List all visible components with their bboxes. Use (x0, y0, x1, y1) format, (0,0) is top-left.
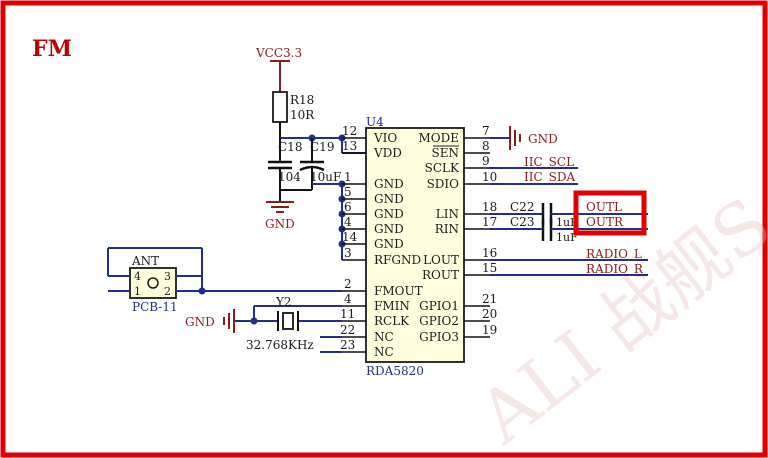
antenna-pin: 2 (164, 285, 171, 298)
pin-name: GND (374, 207, 404, 221)
antenna-footprint: PCB-11 (132, 300, 178, 314)
pin-number: 18 (482, 200, 497, 214)
pin-number: 4 (344, 292, 352, 306)
chip-u4: U4 RDA5820 (340, 115, 497, 378)
pin-name: GPIO1 (419, 299, 459, 313)
net-label-iic-scl: IIC_SCL (524, 155, 574, 169)
antenna-label: ANT (131, 254, 159, 268)
r18-ref: R18 (290, 93, 314, 107)
antenna-pin: 3 (164, 270, 171, 283)
capacitor-c22: C22 1uF (510, 200, 578, 229)
pin-name: GND (374, 177, 404, 191)
pin-number: 10 (482, 170, 497, 184)
pin-number: 20 (482, 307, 497, 321)
pin-name: SEN (432, 146, 459, 160)
net-label-iic-sda: IIC_SDA (524, 170, 576, 184)
pin-name: FMIN (374, 299, 410, 313)
pin-name: NC (374, 345, 394, 359)
chip-ref: U4 (366, 115, 384, 129)
net-label-outl: OUTL (586, 200, 622, 214)
pin-name: GND (374, 237, 404, 251)
pin-number: 17 (482, 215, 497, 229)
pin-name: RCLK (374, 314, 410, 328)
gnd-label-mode: GND (528, 132, 558, 146)
chip-right-pin-stubs (464, 137, 490, 338)
c23-value: 1uF (556, 231, 578, 244)
pin-number: 23 (340, 338, 355, 352)
r18-value: 10R (290, 108, 315, 122)
capacitor-c23: C23 1uF (510, 215, 578, 244)
pin-name: GPIO2 (419, 314, 459, 328)
capacitor-c18: C18 104 (268, 138, 302, 190)
chip-left-pins: 12 VIO 13 VDD 1 GND 5 GND 6 GND 4 GND 14… (340, 124, 423, 359)
pin-name: RIN (435, 222, 459, 236)
ground-symbol-crystal: GND (185, 309, 235, 333)
pin-name: SDIO (427, 177, 460, 191)
pin-name: VIO (373, 131, 397, 145)
c19-value: 10uF (310, 170, 341, 184)
crystal-ref: Y2 (275, 295, 292, 309)
pin-number: 15 (482, 261, 497, 275)
pin-name: GPIO3 (419, 330, 459, 344)
pin-name: RFGND (374, 253, 421, 267)
pin-number: 22 (340, 323, 355, 337)
pin-number: 13 (342, 139, 357, 153)
net-label-outr: OUTR (586, 215, 624, 229)
ground-symbol-mode: GND (509, 126, 558, 150)
vcc-power-port: VCC3.3 (255, 46, 302, 92)
pin-number: 5 (344, 185, 352, 199)
antenna-connector: ANT 4 3 1 2 PCB-11 (107, 247, 203, 314)
section-title: FM (32, 36, 72, 62)
pin-number: 7 (482, 124, 490, 138)
antenna-pin: 1 (134, 285, 141, 298)
c19-ref: C19 (310, 140, 334, 154)
pin-number: 19 (482, 323, 497, 337)
gnd-label-crystal: GND (185, 315, 215, 329)
pin-number: 4 (344, 215, 352, 229)
pin-number: 3 (344, 246, 352, 260)
pin-name: GND (374, 192, 404, 206)
pin-number: 12 (342, 124, 357, 138)
pin-name: MODE (418, 131, 459, 145)
ground-symbol-caps: GND (265, 201, 295, 231)
pin-name: LIN (436, 207, 459, 221)
chip-part: RDA5820 (366, 364, 424, 378)
net-label-radio-r: RADIO_R (586, 262, 644, 276)
pin-number: 16 (482, 246, 497, 260)
pin-number: 14 (342, 230, 358, 244)
c22-ref: C22 (510, 200, 534, 214)
pin-name: LOUT (423, 253, 459, 267)
chip-body (365, 127, 465, 363)
vcc-label: VCC3.3 (255, 46, 302, 60)
pin-name: GND (374, 222, 404, 236)
crystal-y2: Y2 32.768KHz (246, 295, 314, 352)
net-label-radio-l: RADIO_L (586, 247, 642, 261)
c18-value: 104 (278, 170, 301, 184)
pin-number: 8 (482, 139, 490, 153)
pin-number: 11 (340, 307, 355, 321)
highlight-box (573, 190, 647, 236)
pin-number: 2 (344, 277, 352, 291)
chip-left-pin-stubs (342, 137, 366, 353)
crystal-freq: 32.768KHz (246, 338, 314, 352)
antenna-pin: 4 (134, 270, 141, 283)
capacitor-c19: C19 10uF (299, 138, 341, 190)
pin-number: 6 (344, 200, 352, 214)
gnd-label-caps: GND (265, 217, 295, 231)
pin-name: NC (374, 330, 394, 344)
pin-name: SCLK (425, 161, 460, 175)
c18-ref: C18 (278, 140, 302, 154)
c22-value: 1uF (556, 216, 578, 229)
pin-number: 9 (482, 154, 490, 168)
pin-name: FMOUT (374, 284, 423, 298)
pin-name: ROUT (422, 268, 459, 282)
pin-number: 1 (344, 170, 352, 184)
pin-number: 21 (482, 292, 497, 306)
c23-ref: C23 (510, 215, 534, 229)
pin-name: VDD (373, 146, 402, 160)
chip-right-pins: 7 MODE 8 SEN 9 SCLK 10 SDIO 18 LIN 17 RI… (418, 124, 497, 344)
